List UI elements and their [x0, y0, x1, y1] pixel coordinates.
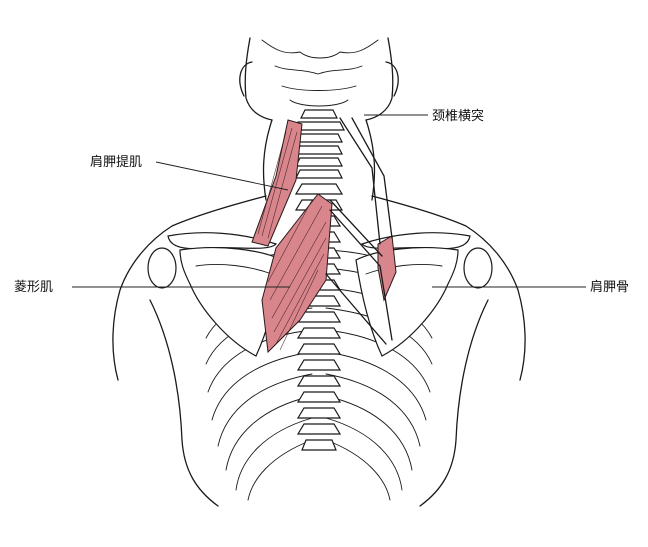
torso-outline: [112, 195, 526, 507]
head-neck: [239, 37, 399, 201]
leader-levator: [155, 161, 289, 191]
label-scapula: 肩胛骨: [590, 279, 629, 295]
levator-scapulae-muscle: [251, 119, 303, 247]
right-side-muscles: [325, 117, 397, 345]
shoulder-girdle: [147, 232, 493, 289]
label-rhomboid: 菱形肌: [14, 280, 53, 295]
label-levator-scapulae: 肩胛提肌: [90, 154, 142, 170]
spine: [293, 109, 345, 451]
label-cervical-transverse-process: 颈椎横突: [432, 108, 484, 124]
rhomboid-muscle: [261, 193, 333, 354]
